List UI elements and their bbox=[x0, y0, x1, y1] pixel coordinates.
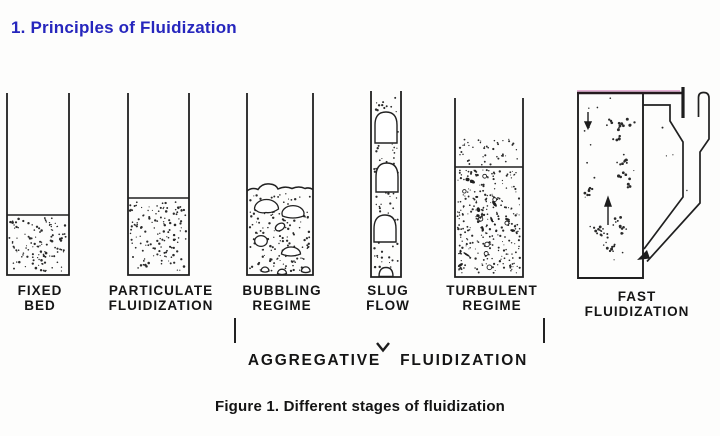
down-arrow-head bbox=[583, 121, 593, 131]
stage-label-line: REGIME bbox=[252, 298, 312, 313]
bubbling-column bbox=[246, 93, 314, 276]
aggregative-bracket bbox=[234, 318, 545, 353]
riser-walls bbox=[577, 93, 644, 279]
fixed-bed-particles bbox=[8, 217, 67, 273]
bubbling-vessel-walls bbox=[246, 93, 314, 276]
turbulent-clusters bbox=[457, 173, 516, 271]
stage-label-line: FIXED bbox=[17, 283, 63, 298]
figure-caption: Figure 1. Different stages of fluidizati… bbox=[214, 398, 506, 415]
fixed-bed-column bbox=[6, 93, 70, 276]
turbulent-column bbox=[454, 98, 524, 278]
stage-label-line: BED bbox=[24, 298, 56, 313]
bubbling-surface-line bbox=[246, 183, 314, 192]
stage-label-line: SLUG bbox=[367, 283, 409, 298]
aggregative-fluidization-label: AGGREGATIVE FLUIDIZATION bbox=[230, 352, 546, 370]
bracket-word: AGGREGATIVE bbox=[247, 352, 382, 369]
bracket-word: FLUIDIZATION bbox=[400, 352, 529, 369]
turbulent-vessel-walls bbox=[454, 98, 524, 278]
particulate-column bbox=[127, 93, 190, 276]
stage-label-line: PARTICULATE bbox=[108, 283, 214, 298]
stage-label-line: REGIME bbox=[462, 298, 522, 313]
cyclone-body-right-wall-and-gas-outlet bbox=[646, 91, 710, 263]
stage-label-line: FLUIDIZATION bbox=[108, 298, 214, 313]
particulate-vessel-walls bbox=[127, 93, 190, 276]
slug-flow-vessel-walls bbox=[370, 91, 402, 278]
fast-riser-lone-particles bbox=[583, 97, 635, 261]
stage-label-fixed-bed: FIXED BED bbox=[18, 283, 63, 313]
stage-label-fast: FAST FLUIDIZATION bbox=[585, 289, 690, 319]
particulate-particles bbox=[128, 201, 188, 271]
slug-flow-column bbox=[370, 91, 402, 278]
stage-label-bubbling: BUBBLING REGIME bbox=[242, 283, 321, 313]
up-arrow-head bbox=[604, 195, 612, 207]
turbulent-bed-particles bbox=[456, 169, 521, 274]
fast-riser-particle-clusters bbox=[583, 117, 636, 253]
gas-slugs bbox=[373, 111, 399, 278]
flow-arrows bbox=[583, 112, 612, 225]
turbulent-freeboard-particles bbox=[458, 138, 518, 166]
bracket-center-notch bbox=[376, 342, 390, 353]
stage-label-line: FLUIDIZATION bbox=[584, 304, 690, 319]
stage-label-line: TURBULENT bbox=[446, 283, 538, 298]
stage-label-turbulent: TURBULENT REGIME bbox=[446, 283, 538, 313]
fixed-bed-vessel-walls bbox=[6, 93, 70, 276]
stage-label-line: FLOW bbox=[366, 298, 410, 313]
bubbles bbox=[253, 198, 311, 276]
cyclone-region-particles bbox=[661, 126, 688, 192]
solids-return-arrowhead bbox=[637, 250, 650, 260]
page-title: 1. Principles of Fluidization bbox=[11, 18, 237, 37]
cyclone-body-left-wall bbox=[643, 104, 684, 250]
stage-label-line: FAST bbox=[617, 289, 657, 304]
fast-fluidization-unit bbox=[577, 87, 710, 279]
stage-label-particulate: PARTICULATE FLUIDIZATION bbox=[109, 283, 214, 313]
stage-label-line: BUBBLING bbox=[242, 283, 322, 298]
stage-label-slug-flow: SLUG FLOW bbox=[366, 283, 410, 313]
